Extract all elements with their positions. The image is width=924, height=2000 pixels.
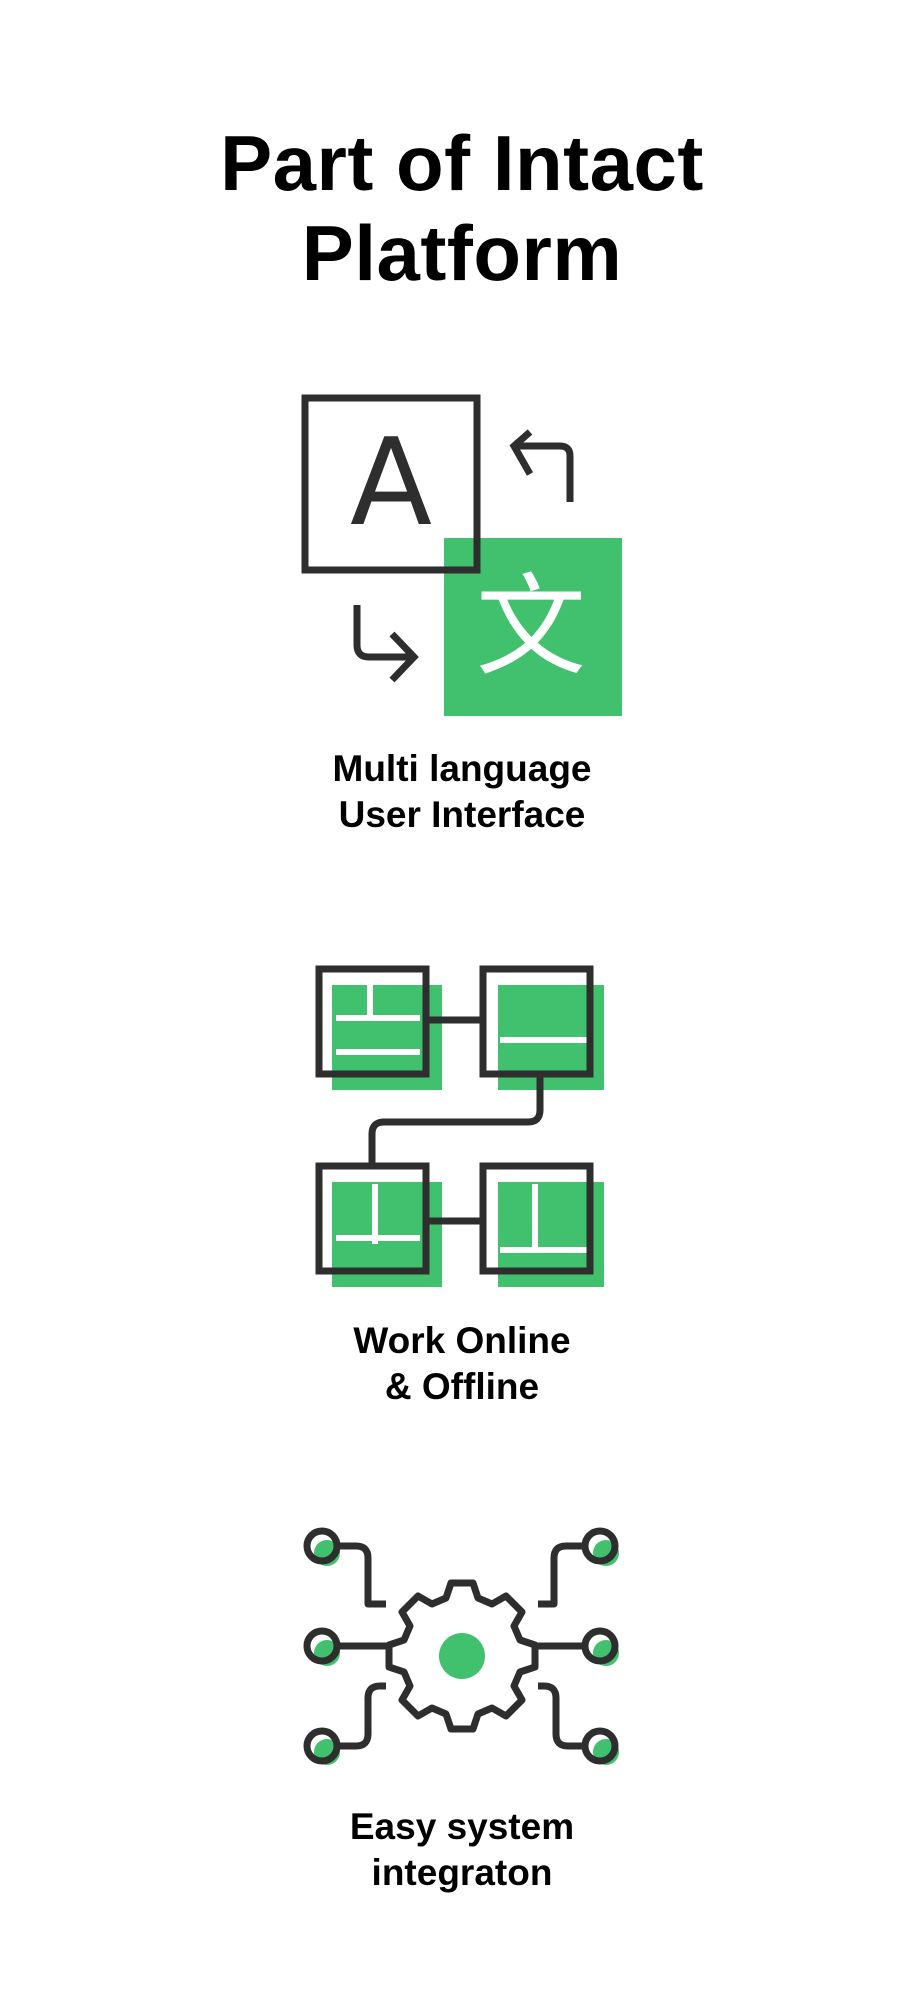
letter-a-glyph: A bbox=[350, 414, 432, 553]
frame-2 bbox=[479, 965, 594, 1078]
arrow-down-right-head bbox=[389, 631, 419, 683]
cjk-glyph: 文 bbox=[476, 563, 586, 691]
frame-1 bbox=[315, 965, 430, 1078]
frame-3 bbox=[315, 1162, 430, 1275]
page-title-line-1: Part of Intact bbox=[220, 119, 704, 207]
feature-label-line-2: & Offline bbox=[384, 1366, 540, 1407]
feature-label-line-2: integraton bbox=[371, 1852, 553, 1893]
arrow-down-right-icon bbox=[353, 605, 412, 661]
page-title: Part of Intact Platform bbox=[0, 118, 924, 298]
node-outlines bbox=[303, 1527, 619, 1765]
integration-gear-icon bbox=[303, 1527, 619, 1765]
feature-label-online-offline: Work Online & Offline bbox=[0, 1318, 924, 1410]
workflow-icon bbox=[315, 965, 604, 1287]
feature-label-line-1: Work Online bbox=[353, 1320, 571, 1361]
workflow-frames bbox=[315, 965, 594, 1275]
feature-label-line-2: User Interface bbox=[338, 794, 586, 835]
arrow-up-left-head bbox=[509, 429, 534, 476]
block-dividers bbox=[336, 985, 590, 1253]
frame-4 bbox=[479, 1162, 594, 1275]
page-title-line-2: Platform bbox=[301, 209, 623, 297]
translate-icon: A 文 bbox=[301, 394, 622, 716]
feature-label-integration: Easy system integraton bbox=[0, 1804, 924, 1896]
feature-label-multilanguage: Multi language User Interface bbox=[0, 746, 924, 838]
source-box bbox=[301, 394, 481, 574]
feature-label-line-1: Easy system bbox=[349, 1806, 575, 1847]
integration-lines bbox=[336, 1542, 584, 1750]
gear-center bbox=[439, 1633, 485, 1679]
arrow-up-left-icon bbox=[516, 442, 574, 502]
workflow-connectors bbox=[368, 1016, 544, 1225]
feature-label-line-1: Multi language bbox=[332, 748, 592, 789]
